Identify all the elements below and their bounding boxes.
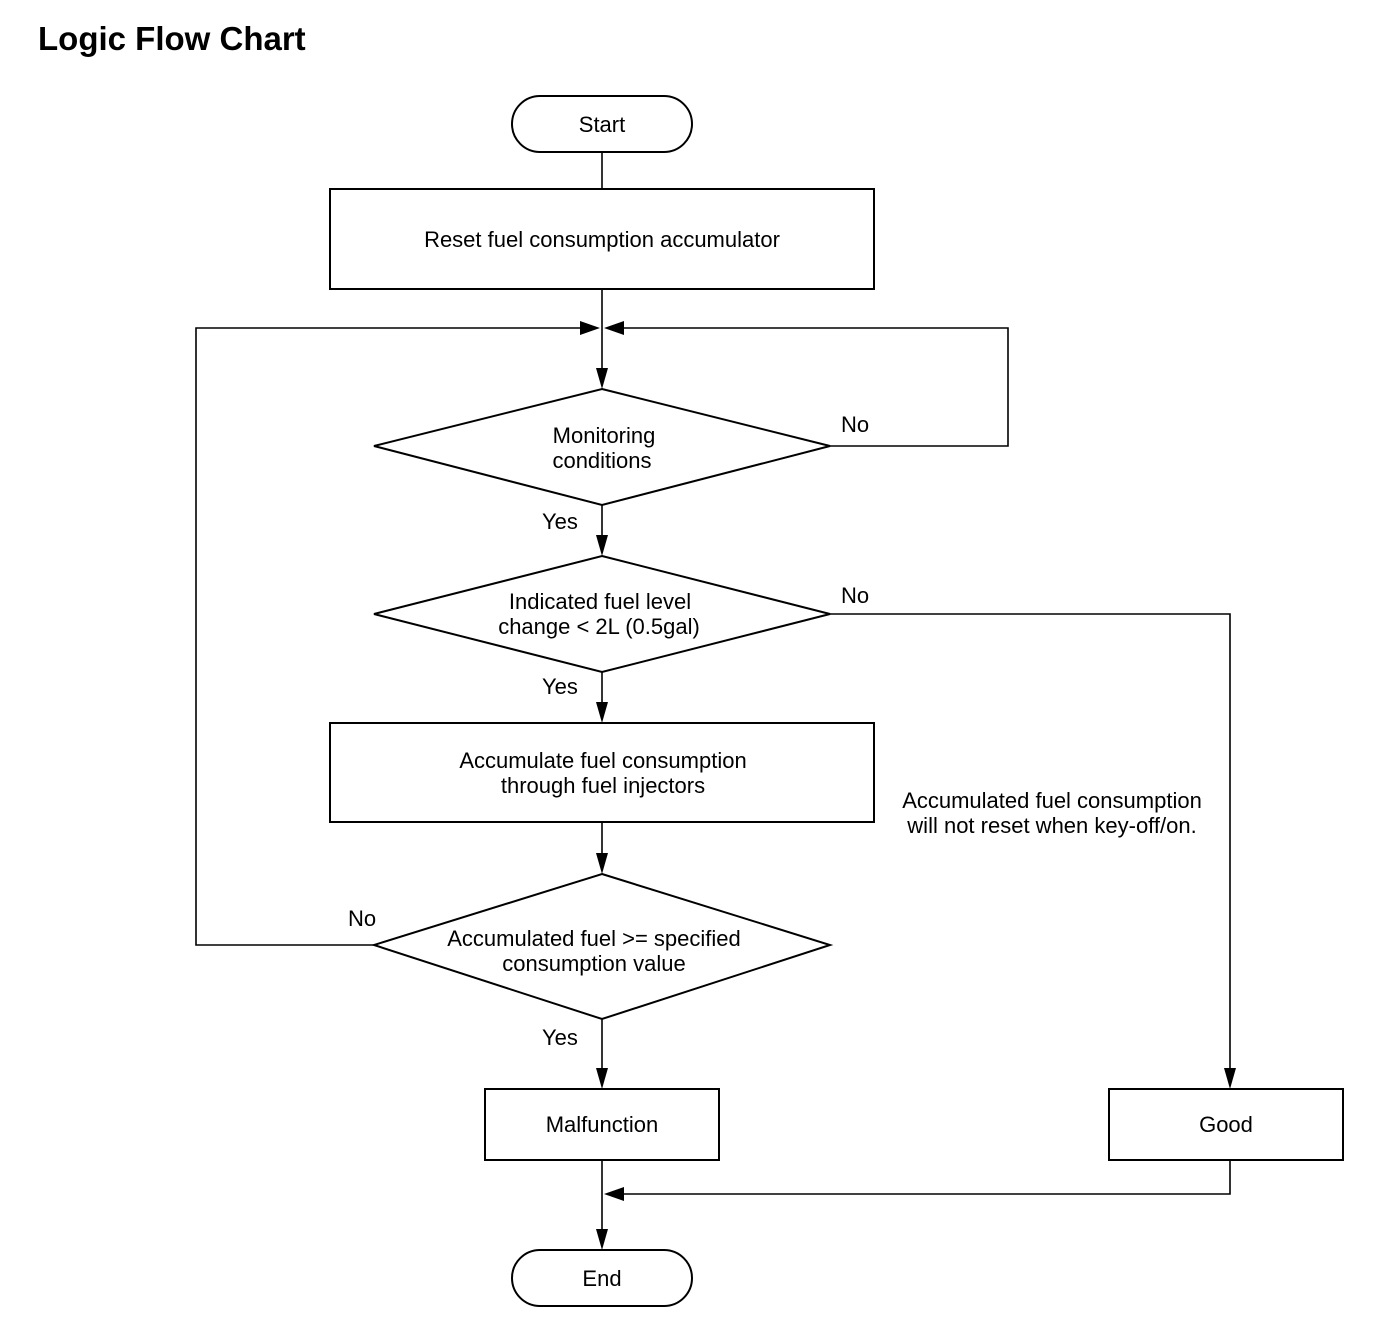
connector-compare-no xyxy=(195,327,582,946)
arrow-down-icon xyxy=(596,853,608,874)
arrow-down-icon xyxy=(596,1068,608,1089)
accumulate-consumption-node: Accumulate fuel consumption through fuel… xyxy=(329,722,875,823)
arrow-right-icon xyxy=(580,321,600,335)
arrow-left-icon xyxy=(604,321,624,335)
fuel-level-change-decision: Indicated fuel level change < 2L (0.5gal… xyxy=(373,554,831,674)
monitoring-no-label: No xyxy=(841,412,869,437)
compare-label-line-1: Accumulated fuel >= specified xyxy=(447,926,741,951)
note-line-1: Accumulated fuel consumption xyxy=(902,788,1202,813)
page-title: Logic Flow Chart xyxy=(38,20,306,57)
good-label: Good xyxy=(1199,1112,1253,1137)
arrow-down-icon xyxy=(596,1229,608,1250)
start-label: Start xyxy=(579,112,625,137)
reset-accumulator-label: Reset fuel consumption accumulator xyxy=(424,227,780,252)
accumulate-label-line-1: Accumulate fuel consumption xyxy=(459,748,746,773)
reset-accumulator-node: Reset fuel consumption accumulator xyxy=(329,188,875,290)
arrow-down-icon xyxy=(596,702,608,723)
compare-label-line-2: consumption value xyxy=(502,951,685,976)
consumption-compare-decision: Accumulated fuel >= specified consumptio… xyxy=(370,872,834,1021)
fuel-level-label-line-1: Indicated fuel level xyxy=(509,589,691,614)
compare-no-label: No xyxy=(348,906,376,931)
monitoring-label-line-2: conditions xyxy=(552,448,651,473)
good-node: Good xyxy=(1108,1088,1344,1161)
accumulate-label-line-2: through fuel injectors xyxy=(501,773,705,798)
fuel-level-yes-label: Yes xyxy=(542,674,578,699)
monitoring-yes-label: Yes xyxy=(542,509,578,534)
arrow-down-icon xyxy=(596,535,608,556)
connectors xyxy=(195,152,1236,1250)
connector-monitoring-no xyxy=(622,327,1009,447)
monitoring-label-line-1: Monitoring xyxy=(553,423,656,448)
fuel-level-label-line-2: change < 2L (0.5gal) xyxy=(498,614,700,639)
malfunction-node: Malfunction xyxy=(484,1088,720,1161)
start-node: Start xyxy=(511,95,693,153)
monitoring-conditions-decision: Monitoring conditions xyxy=(373,387,831,507)
end-node: End xyxy=(511,1249,693,1307)
malfunction-label: Malfunction xyxy=(546,1112,659,1137)
arrow-down-icon xyxy=(1224,1068,1236,1089)
end-label: End xyxy=(582,1266,621,1291)
compare-yes-label: Yes xyxy=(542,1025,578,1050)
fuel-level-no-label: No xyxy=(841,583,869,608)
connector-good-end xyxy=(622,1160,1231,1195)
note-line-2: will not reset when key-off/on. xyxy=(906,813,1196,838)
arrow-down-icon xyxy=(596,368,608,389)
connector-fuel-level-no xyxy=(830,613,1231,1075)
arrow-left-icon xyxy=(604,1187,624,1201)
